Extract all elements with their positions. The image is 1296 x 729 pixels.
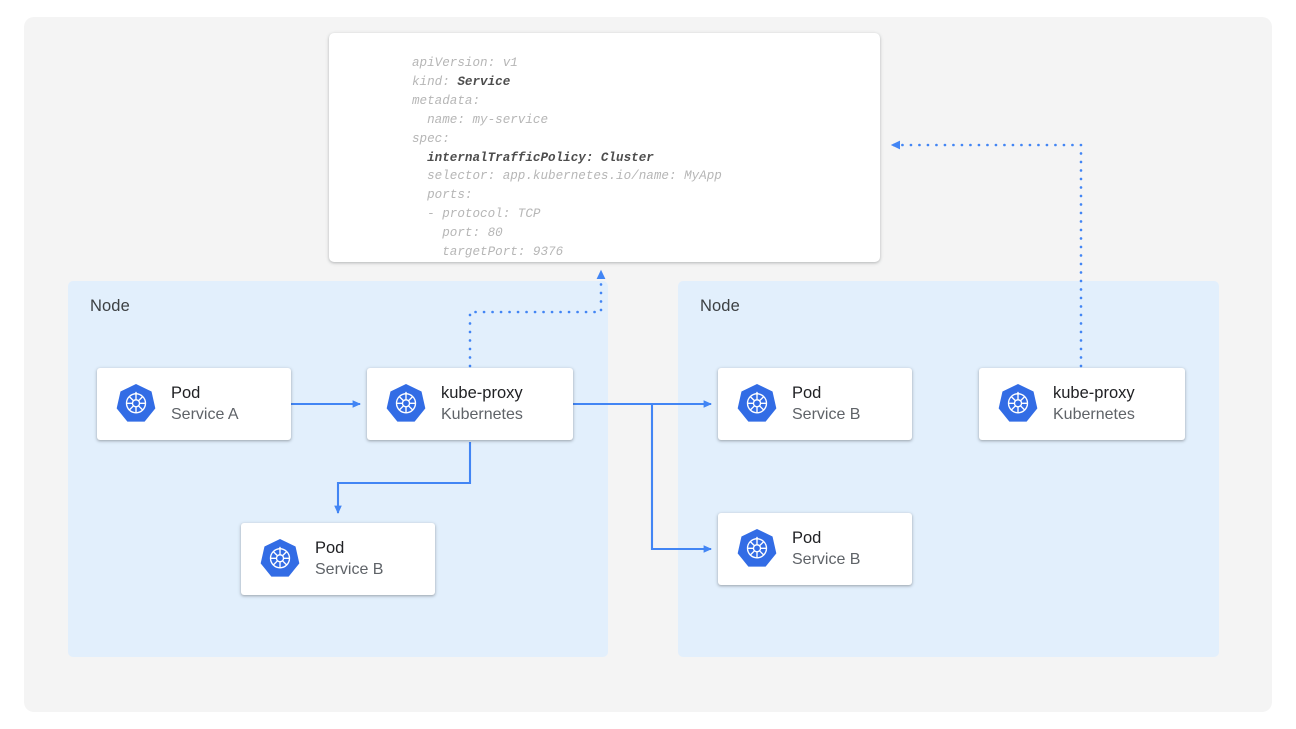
pod-card-service-b-left[interactable]: Pod Service B [241, 523, 435, 595]
pod-subtitle: Service B [792, 551, 861, 568]
node-group-right: Node [678, 281, 1219, 657]
pod-card-service-a[interactable]: Pod Service A [97, 368, 291, 440]
kubernetes-icon [734, 526, 780, 572]
pod-card-text: Pod Service A [159, 383, 291, 425]
yaml-line-5: internalTrafficPolicy: Cluster [412, 150, 654, 165]
pod-title: Pod [315, 539, 345, 557]
kubernetes-icon [995, 381, 1041, 427]
node-group-left: Node [68, 281, 608, 657]
pod-subtitle: Service B [792, 406, 861, 423]
pod-card-text: Pod Service B [780, 383, 912, 425]
pod-card-text: Pod Service B [780, 528, 912, 570]
node-left-label: Node [90, 297, 130, 315]
yaml-line-8: - protocol: TCP [412, 207, 541, 222]
yaml-line-1: kind: Service [412, 74, 511, 89]
kube-proxy-card-text: kube-proxy Kubernetes [1041, 383, 1185, 425]
kube-proxy-subtitle: Kubernetes [1053, 406, 1135, 423]
yaml-line-2: metadata: [412, 93, 481, 108]
yaml-line-3: name: my-service [412, 112, 549, 127]
pod-card-service-b-right-bottom[interactable]: Pod Service B [718, 513, 912, 585]
pod-card-service-b-right-top[interactable]: Pod Service B [718, 368, 912, 440]
yaml-line-7: ports: [412, 188, 473, 203]
yaml-line-1-value: Service [457, 74, 511, 89]
kube-proxy-card-text: kube-proxy Kubernetes [429, 383, 573, 425]
pod-title: Pod [792, 384, 822, 402]
yaml-line-4: spec: [412, 131, 450, 146]
kubernetes-icon [257, 536, 303, 582]
kubernetes-icon [113, 381, 159, 427]
yaml-line-9: port: 80 [412, 226, 503, 241]
pod-title: Pod [171, 384, 201, 402]
kube-proxy-title: kube-proxy [1053, 384, 1135, 402]
pod-subtitle: Service A [171, 406, 239, 423]
service-spec-panel: apiVersion: v1 kind: Service metadata: nam… [329, 33, 880, 262]
pod-title: Pod [792, 529, 822, 547]
node-right-label: Node [700, 297, 740, 315]
yaml-line-6: selector: app.kubernetes.io/name: MyApp [412, 169, 722, 184]
yaml-line-0: apiVersion: v1 [412, 56, 518, 70]
pod-subtitle: Service B [315, 561, 384, 578]
pod-card-text: Pod Service B [303, 538, 435, 580]
kube-proxy-card-left[interactable]: kube-proxy Kubernetes [367, 368, 573, 440]
service-yaml-code: apiVersion: v1 kind: Service metadata: nam… [412, 54, 722, 262]
kube-proxy-card-right[interactable]: kube-proxy Kubernetes [979, 368, 1185, 440]
yaml-line-10: targetPort: 9376 [412, 245, 564, 260]
kubernetes-icon [383, 381, 429, 427]
kubernetes-icon [734, 381, 780, 427]
kube-proxy-subtitle: Kubernetes [441, 406, 523, 423]
kube-proxy-title: kube-proxy [441, 384, 523, 402]
